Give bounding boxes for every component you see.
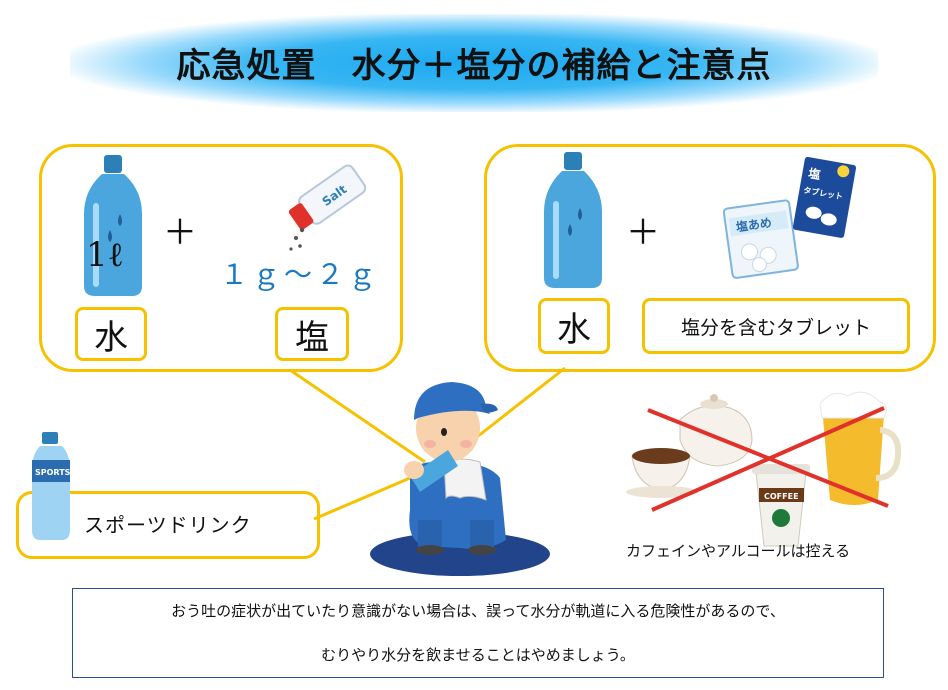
salt-tablet-pack-icon: 塩 タブレット <box>792 156 857 238</box>
svg-text:COFFEE: COFFEE <box>764 492 799 501</box>
sports-drink-label: スポーツドリンク <box>84 513 252 537</box>
salt-particles-icon <box>289 227 305 251</box>
avoided-drinks-icon: COFFEE <box>626 391 902 547</box>
plus-sign: ＋ <box>626 213 660 253</box>
warning-box <box>72 588 884 678</box>
left-panel-pointer <box>289 368 426 464</box>
avoid-caffeine-alcohol-label: カフェインやアルコールは控える <box>626 542 851 560</box>
svg-text:塩: 塩 <box>807 165 821 182</box>
salt-label: 塩 <box>275 307 349 361</box>
svg-text:塩あめ: 塩あめ <box>735 215 773 235</box>
svg-text:SPORTS: SPORTS <box>35 468 71 477</box>
warning-line-1: おう吐の症状が出ていたり意識がない場合は、誤って水分が軌道に入る危険性があるので… <box>171 602 785 620</box>
water-label: 水 <box>75 307 147 361</box>
sports-drink-bottle-icon: SPORTS <box>32 432 71 540</box>
warning-line-2: むりやり水分を飲ませることはやめましょう。 <box>321 646 635 664</box>
water-amount: 1ℓ <box>86 235 124 275</box>
salt-candy-pack-icon: 塩あめ <box>722 199 799 279</box>
water-label: 水 <box>538 298 610 354</box>
page-title: 応急処置 水分＋塩分の補給と注意点 <box>176 46 772 86</box>
salt-amount: １ｇ～２ｇ <box>220 258 381 291</box>
water-bottle-icon <box>84 155 142 296</box>
plus-sign: ＋ <box>163 213 197 253</box>
tablet-label: 塩分を含むタブレット <box>642 298 910 354</box>
salt-shaker-icon: Salt <box>288 164 367 230</box>
title-glow <box>70 14 878 112</box>
sports-panel-pointer <box>313 473 418 521</box>
water-bottle-icon <box>544 152 602 288</box>
boy-drinking-icon <box>370 382 550 576</box>
